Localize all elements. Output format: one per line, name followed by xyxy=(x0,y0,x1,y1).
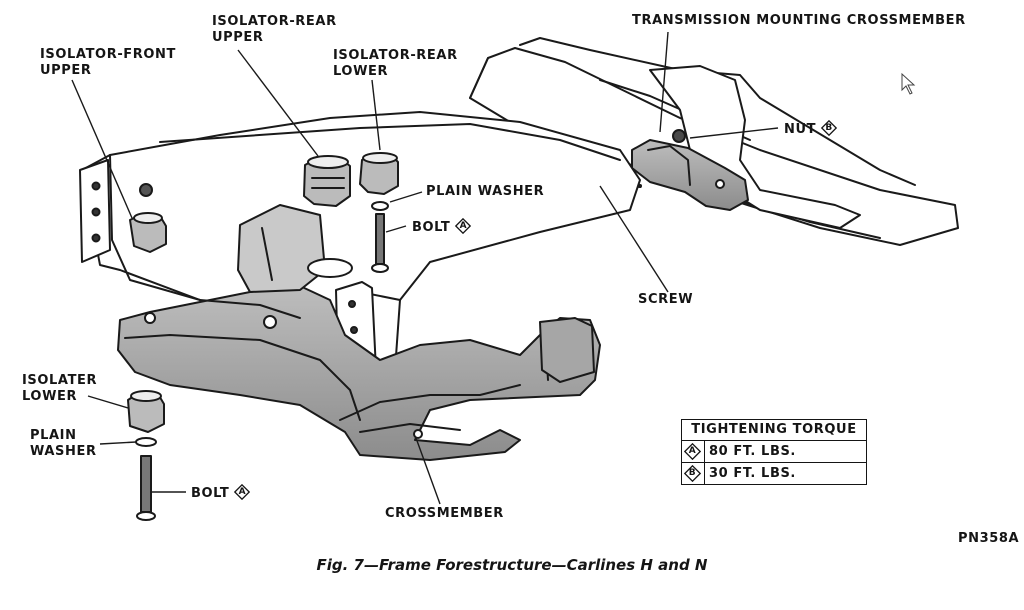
torque-value-a: 80 FT. LBS. xyxy=(709,444,796,459)
tightening-torque-table: TIGHTENING TORQUE A 80 FT. LBS. B 30 FT.… xyxy=(681,419,867,485)
torque-badge-a-icon: A xyxy=(234,484,251,500)
cursor-icon xyxy=(901,72,916,95)
crossmember-bracket xyxy=(539,317,595,383)
front-crossmember xyxy=(117,285,601,461)
isolator-rear-upper-part xyxy=(303,155,351,207)
spring-tower xyxy=(237,204,326,293)
label-isolator-rear-upper: ISOLATOR-REAR UPPER xyxy=(212,14,337,45)
leader-nut xyxy=(689,127,779,139)
leader-isolator-rear-upper xyxy=(237,49,319,157)
torque-row-b: B 30 FT. LBS. xyxy=(682,462,866,484)
label-isolater-lower: ISOLATER LOWER xyxy=(22,373,98,404)
bolt-upper-part xyxy=(375,213,385,265)
torque-value-b: 30 FT. LBS. xyxy=(709,466,796,481)
label-plain-washer-upper: PLAIN WASHER xyxy=(426,184,545,199)
leader-plain-washer xyxy=(389,191,423,203)
label-screw: SCREW xyxy=(638,292,694,307)
reference-number: PN358A xyxy=(958,531,1020,546)
isolator-rear-lower-part xyxy=(359,152,399,273)
leader-isolator-rear-lower xyxy=(371,79,381,151)
leader-bolt-upper xyxy=(385,225,407,233)
torque-badge-b-icon: B xyxy=(821,120,838,136)
leader-isolater-lower xyxy=(87,395,129,409)
leader-isolator-front-upper xyxy=(71,79,133,219)
label-isolator-rear-lower: ISOLATOR-REAR LOWER xyxy=(333,48,458,79)
torque-key-a-icon: A xyxy=(682,441,705,462)
torque-table-title: TIGHTENING TORQUE xyxy=(682,420,866,441)
torque-key-b-icon: B xyxy=(682,463,705,484)
label-crossmember: CROSSMEMBER xyxy=(385,506,504,521)
label-isolator-front-upper: ISOLATOR-FRONT UPPER xyxy=(40,47,177,78)
label-transmission-crossmember: TRANSMISSION MOUNTING CROSSMEMBER xyxy=(632,13,966,28)
leader-plain-washer-lower xyxy=(99,441,137,445)
torque-badge-a-icon: A xyxy=(455,218,472,234)
leader-screw xyxy=(599,185,669,293)
leader-transmission-crossmember xyxy=(659,31,669,133)
isolator-front-upper-part xyxy=(129,183,167,253)
label-plain-washer-lower: PLAIN WASHER xyxy=(30,428,97,459)
figure-caption: Fig. 7—Frame Forestructure—Carlines H an… xyxy=(316,556,708,574)
torque-row-a: A 80 FT. LBS. xyxy=(682,441,866,462)
isolater-lower-part xyxy=(127,390,165,521)
leader-crossmember xyxy=(415,437,441,505)
bolt-lower-part xyxy=(140,455,152,513)
